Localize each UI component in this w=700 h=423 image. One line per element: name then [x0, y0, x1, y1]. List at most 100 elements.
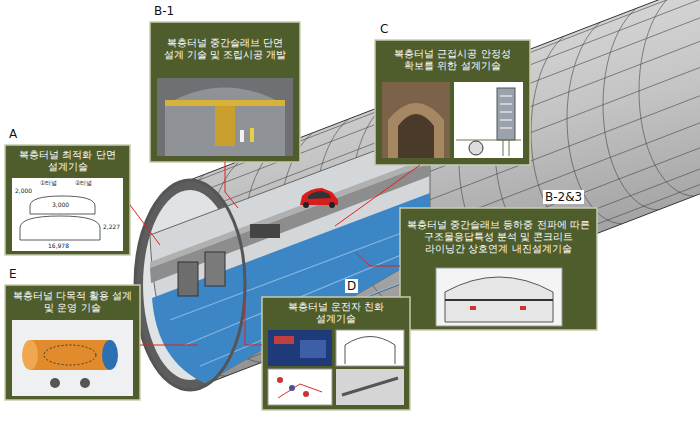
dashed-ring [44, 345, 96, 365]
dot [303, 391, 309, 397]
callout-box: B-2&3복층터널 중간슬래브 등하중 전파에 따른 구조물응답특성 분석 및 … [400, 208, 597, 330]
sketch-panel [454, 82, 523, 158]
photos-d [268, 330, 404, 405]
sketch-e [12, 320, 133, 396]
tube [30, 340, 110, 370]
photo-arch [165, 88, 285, 157]
photo-detail [342, 378, 398, 395]
photo-panel [268, 330, 332, 366]
photo-panel [336, 369, 404, 405]
callout-box: A복층터널 최적화 단면 설계기술 [5, 145, 130, 255]
dimension-label: 2,000 [15, 188, 32, 194]
callout-title-area: 복층터널 근접시공 안정성 확보를 위한 설계기술 [375, 40, 530, 80]
tube-end [102, 340, 118, 370]
leader-line [245, 300, 262, 345]
callout-title: 복층터널 근접시공 안정성 확보를 위한 설계기술 [381, 48, 524, 72]
callout-title-area: 복층터널 운전자 친화 설계기술 [262, 297, 410, 329]
callout-title-area: 복층터널 최적화 단면 설계기술 [5, 145, 130, 177]
photo-worker [250, 128, 254, 142]
callout-box: B-1복층터널 중간슬래브 단면 설계 기술 및 조립시공 개발 [150, 22, 300, 162]
callout-frame [262, 297, 410, 410]
section-outline [445, 277, 553, 322]
section-letter: B-2&3 [543, 190, 584, 204]
dot [277, 377, 283, 383]
leader-line [130, 205, 160, 245]
photo-arch [345, 337, 395, 365]
building-windows [500, 96, 512, 128]
leader-line [140, 345, 198, 346]
route [278, 384, 322, 398]
callout-title-area: 복층터널 다목적 활용 설계 및 운영 기술 [5, 285, 140, 319]
callout-title-area: 복층터널 중간슬래브 등하중 전파에 따른 구조물응답특성 분석 및 콘크리트 … [400, 208, 597, 266]
mark [520, 306, 526, 310]
photo-detail [274, 336, 294, 344]
section-outline [20, 216, 100, 240]
leader-line [355, 252, 400, 266]
ground-line [456, 140, 521, 156]
section-letter: A [7, 127, 19, 141]
photo-detail [300, 340, 326, 358]
callout-title: 복층터널 최적화 단면 설계기술 [11, 149, 124, 173]
section-a [12, 178, 123, 251]
slab-line [445, 299, 553, 301]
section-outline [30, 196, 95, 214]
callout-frame [5, 145, 130, 255]
icon [80, 378, 90, 388]
callout-title: 복층터널 다목적 활용 설계 및 운영 기술 [11, 290, 134, 314]
photo-b1 [157, 78, 293, 156]
tunnel-line [135, 0, 700, 386]
tunnel-shell [135, 0, 700, 390]
photo-panel [336, 330, 404, 366]
callout-frame [375, 40, 530, 165]
photo-beam [165, 100, 285, 106]
building-symbol [497, 88, 515, 140]
sign-board [250, 224, 280, 238]
callout-box: D복층터널 운전자 친화 설계기술 [262, 297, 410, 410]
callout-title: 복층터널 운전자 친화 설계기술 [268, 301, 404, 325]
callout-title: 복층터널 중간슬래브 등하중 전파에 따른 구조물응답특성 분석 및 콘크리트 … [406, 219, 591, 255]
callout-frame [150, 22, 300, 162]
callout-frame [400, 208, 597, 330]
tunnel-grid [135, 0, 700, 386]
photo-worker [240, 130, 244, 142]
callout-box: E복층터널 다목적 활용 설계 및 운영 기술 [5, 285, 140, 400]
photo-arch [388, 103, 444, 158]
dimension-label: ②터널 [75, 180, 92, 186]
tube-end [22, 340, 38, 370]
leader-line [225, 162, 238, 208]
section-letter: B-1 [152, 4, 176, 18]
tunnel-lining [135, 180, 245, 390]
shaft-block [205, 252, 225, 286]
water-wave [170, 226, 425, 366]
icon [50, 378, 60, 388]
section-letter: E [7, 267, 19, 281]
sketch-panel [12, 320, 133, 396]
callout-frames [5, 22, 597, 410]
photo-panel [268, 369, 332, 405]
car-wheel [303, 202, 309, 208]
photo-ground [157, 78, 293, 156]
photo-crane [215, 106, 235, 146]
sketch-panel [436, 268, 562, 326]
car-window [308, 191, 331, 199]
photo-c [382, 82, 523, 158]
water [152, 193, 430, 383]
sketch-panel [12, 178, 123, 251]
tunnel-symbol [469, 141, 483, 155]
leader-line [335, 165, 420, 226]
section-letter: C [378, 22, 390, 36]
dimension-label: 2,227 [103, 224, 120, 230]
photo-ground [382, 82, 450, 158]
dimension-label: ①터널 [40, 180, 57, 186]
callout-frame [5, 285, 140, 400]
section-letter: D [345, 279, 358, 293]
dimension-label: 16,978 [48, 243, 69, 249]
shaft-block [178, 262, 198, 296]
callout-title-area: 복층터널 중간슬래브 단면 설계 기술 및 조립시공 개발 [150, 22, 300, 76]
section-b23 [436, 268, 562, 326]
callout-box: C복층터널 근접시공 안정성 확보를 위한 설계기술 [375, 40, 530, 165]
mark [470, 306, 476, 310]
